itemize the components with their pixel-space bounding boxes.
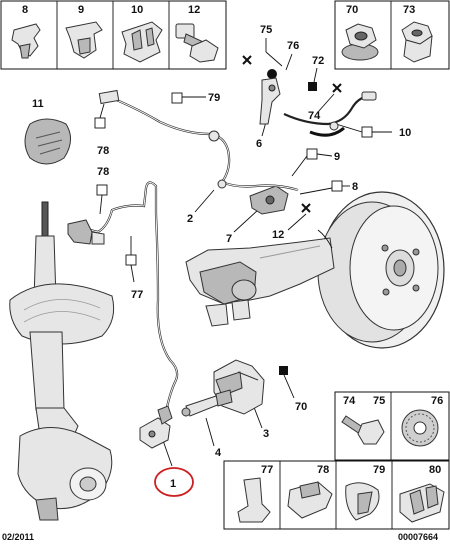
callout-2: 2: [187, 213, 193, 225]
rear-cable-10: [283, 91, 377, 137]
bolt-12-image: [175, 23, 219, 63]
square-marker-78-upper: [94, 117, 106, 129]
square-marker-78-lower: [96, 184, 108, 196]
footer-date: 02/2011: [2, 532, 34, 542]
cover-11-image: [24, 118, 71, 165]
panel-label-78: 78: [317, 464, 329, 476]
dot-marker-76: [267, 69, 277, 79]
sensor-6-image: [259, 77, 281, 125]
main-illustration: [9, 77, 445, 521]
callout-6: 6: [256, 138, 262, 150]
bracket-7-image: [249, 185, 289, 215]
panel-label-75: 75: [373, 395, 385, 407]
footer-ref: 00007664: [398, 532, 438, 542]
square-marker-70: [279, 366, 288, 375]
callout-7: 7: [226, 233, 232, 245]
cross-marker-74: [332, 83, 342, 93]
callout-77: 77: [131, 289, 143, 301]
front-harness-78-77: [67, 181, 158, 245]
upper-harness-79: [98, 89, 231, 183]
clip-9-image: [65, 21, 103, 59]
panel-label-70: 70: [346, 4, 358, 16]
panel-label-77: 77: [261, 464, 273, 476]
clip-79-image: [345, 482, 380, 521]
clip-77-image: [237, 477, 271, 523]
cross-marker-75: [242, 55, 252, 65]
clip-80-image: [399, 483, 445, 523]
washer-76-image: [401, 409, 439, 447]
panel-label-74: 74: [343, 395, 356, 407]
callout-74: 74: [308, 110, 321, 122]
panel-label-9: 9: [78, 4, 84, 16]
top-right-parts-panel: 70 73: [334, 0, 450, 70]
panel-label-12: 12: [188, 4, 200, 16]
sensor-4-image: [181, 389, 233, 417]
callout-75: 75: [260, 24, 272, 36]
callout-leaders: 75 76 72 74 6 79 11 78: [32, 24, 411, 497]
top-left-parts-panel: 8 9 10 12: [0, 0, 227, 70]
cable-2-image: [217, 179, 299, 192]
callout-72: 72: [312, 55, 324, 67]
callout-9: 9: [334, 151, 340, 163]
rear-axle-body: [185, 237, 335, 327]
steering-knuckle: [17, 426, 113, 521]
grommet-78-image: [287, 481, 333, 519]
abs-cable-1: [154, 213, 179, 413]
callout-76: 76: [287, 40, 299, 52]
callout-1: 1: [170, 478, 176, 490]
panel-label-79: 79: [373, 464, 385, 476]
panel-label-8: 8: [22, 4, 28, 16]
square-marker-9: [306, 148, 318, 160]
callout-11: 11: [32, 98, 44, 110]
square-marker-72: [308, 82, 317, 91]
abs-sensor-1-head: [139, 405, 173, 449]
callout-8: 8: [352, 181, 358, 193]
bottom-mid-parts-panel: 74 75 76: [334, 391, 450, 461]
screw-74-75-image: [341, 415, 385, 445]
cross-marker-12: [301, 203, 311, 213]
callout-10: 10: [399, 127, 411, 139]
panel-label-80: 80: [429, 464, 441, 476]
brake-drum-8: [317, 191, 445, 349]
square-marker-79: [171, 92, 183, 104]
square-marker-10: [361, 126, 373, 138]
bracket-3-image: [213, 359, 265, 415]
square-marker-8: [331, 180, 343, 192]
callout-78-upper: 78: [97, 145, 109, 157]
panel-label-10: 10: [131, 4, 143, 16]
callout-4: 4: [215, 447, 222, 459]
highlight-circle: [154, 467, 194, 497]
callout-12: 12: [272, 229, 284, 241]
clip-8-image: [11, 23, 41, 59]
callout-3: 3: [263, 428, 269, 440]
nut-70-image: [341, 23, 379, 61]
front-strut: [9, 201, 115, 441]
callout-79: 79: [208, 92, 220, 104]
callout-70: 70: [295, 401, 307, 413]
panel-label-76: 76: [431, 395, 443, 407]
panel-label-73: 73: [403, 4, 415, 16]
callout-78-lower: 78: [97, 166, 109, 178]
bottom-right-parts-panel: 77 78 79 80: [223, 460, 450, 530]
square-marker-77: [125, 254, 137, 266]
nut-insert-73-image: [401, 21, 433, 63]
clip-10-image: [121, 21, 163, 63]
